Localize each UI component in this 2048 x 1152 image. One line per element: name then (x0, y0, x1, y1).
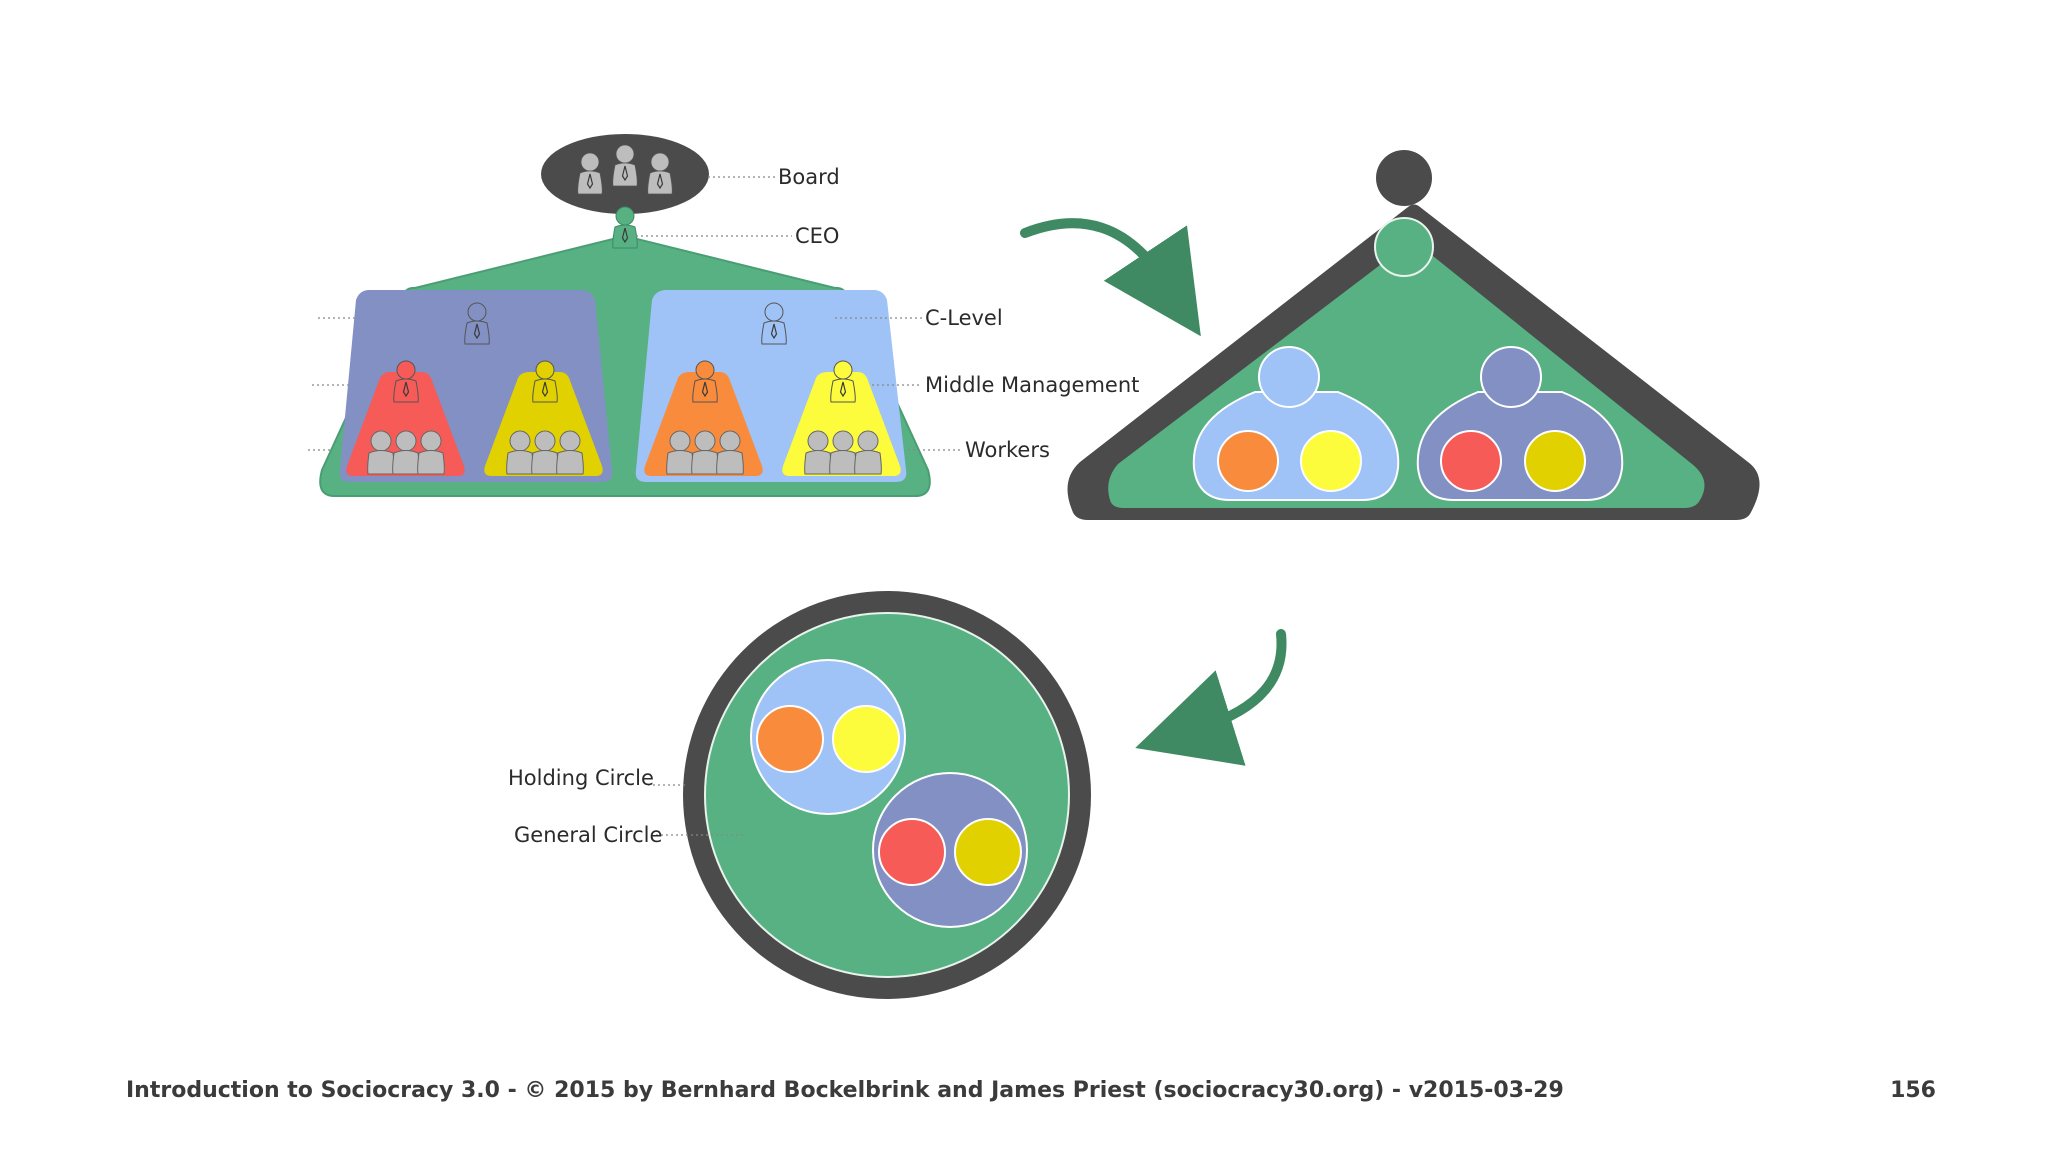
person-icon (854, 430, 882, 475)
ceo-person (612, 206, 638, 249)
label-workers: Workers (965, 438, 1050, 462)
circle-red (1440, 430, 1502, 492)
person-icon (506, 430, 534, 475)
circle-yellow (1300, 430, 1362, 492)
person-icon (532, 360, 558, 403)
label-middle-management: Middle Management (925, 373, 1139, 397)
person-icon (531, 430, 559, 475)
cluster-light-blue-lead (1258, 346, 1320, 408)
person-icon (761, 302, 787, 345)
sociocratic-triangle (1067, 150, 1760, 520)
person-icon (716, 430, 744, 475)
cluster-purple-lead (1480, 346, 1542, 408)
person-icon (647, 152, 673, 195)
curved-arrow-icon (1020, 218, 1201, 337)
label-c-level: C-Level (925, 306, 1003, 330)
label-holding-circle: Holding Circle (508, 766, 654, 790)
department-circle-light-blue (750, 659, 906, 815)
circle-yellow-dark (1524, 430, 1586, 492)
circle-yellow-dark (954, 818, 1022, 886)
person-icon (612, 144, 638, 187)
label-board: Board (778, 165, 840, 189)
circle-red (878, 818, 946, 886)
hierarchy-diagram: Board CEO C-Level Middle Management Work… (308, 134, 1139, 497)
person-icon (691, 430, 719, 475)
person-icon (692, 360, 718, 403)
label-ceo: CEO (795, 224, 839, 248)
department-circle-purple (872, 772, 1028, 928)
right-leader-lines (636, 176, 962, 451)
person-icon (804, 430, 832, 475)
circle-orange (756, 705, 824, 773)
c-level-person-2 (761, 302, 787, 345)
person-icon (392, 430, 420, 475)
person-icon (367, 430, 395, 475)
curved-arrow-icon (1135, 629, 1287, 766)
c-level-person-1 (464, 302, 490, 345)
person-icon (464, 302, 490, 345)
person-icon (829, 430, 857, 475)
label-general-circle: General Circle (514, 823, 662, 847)
general-circle (704, 612, 1070, 978)
circle-orange (1217, 430, 1279, 492)
person-icon (830, 360, 856, 403)
triangle-top-circle (1376, 150, 1432, 206)
person-icon (556, 430, 584, 475)
page-number: 156 (1890, 1078, 1936, 1103)
person-icon (393, 360, 419, 403)
circle-leader-lines (648, 784, 745, 836)
person-icon (577, 152, 603, 195)
person-icon (612, 206, 638, 249)
person-icon (417, 430, 445, 475)
person-icon (666, 430, 694, 475)
circle-yellow (832, 705, 900, 773)
footer-text: Introduction to Sociocracy 3.0 - © 2015 … (126, 1078, 1564, 1103)
triangle-ceo-circle (1374, 217, 1434, 277)
nested-circles: Holding Circle General Circle (508, 591, 1091, 999)
